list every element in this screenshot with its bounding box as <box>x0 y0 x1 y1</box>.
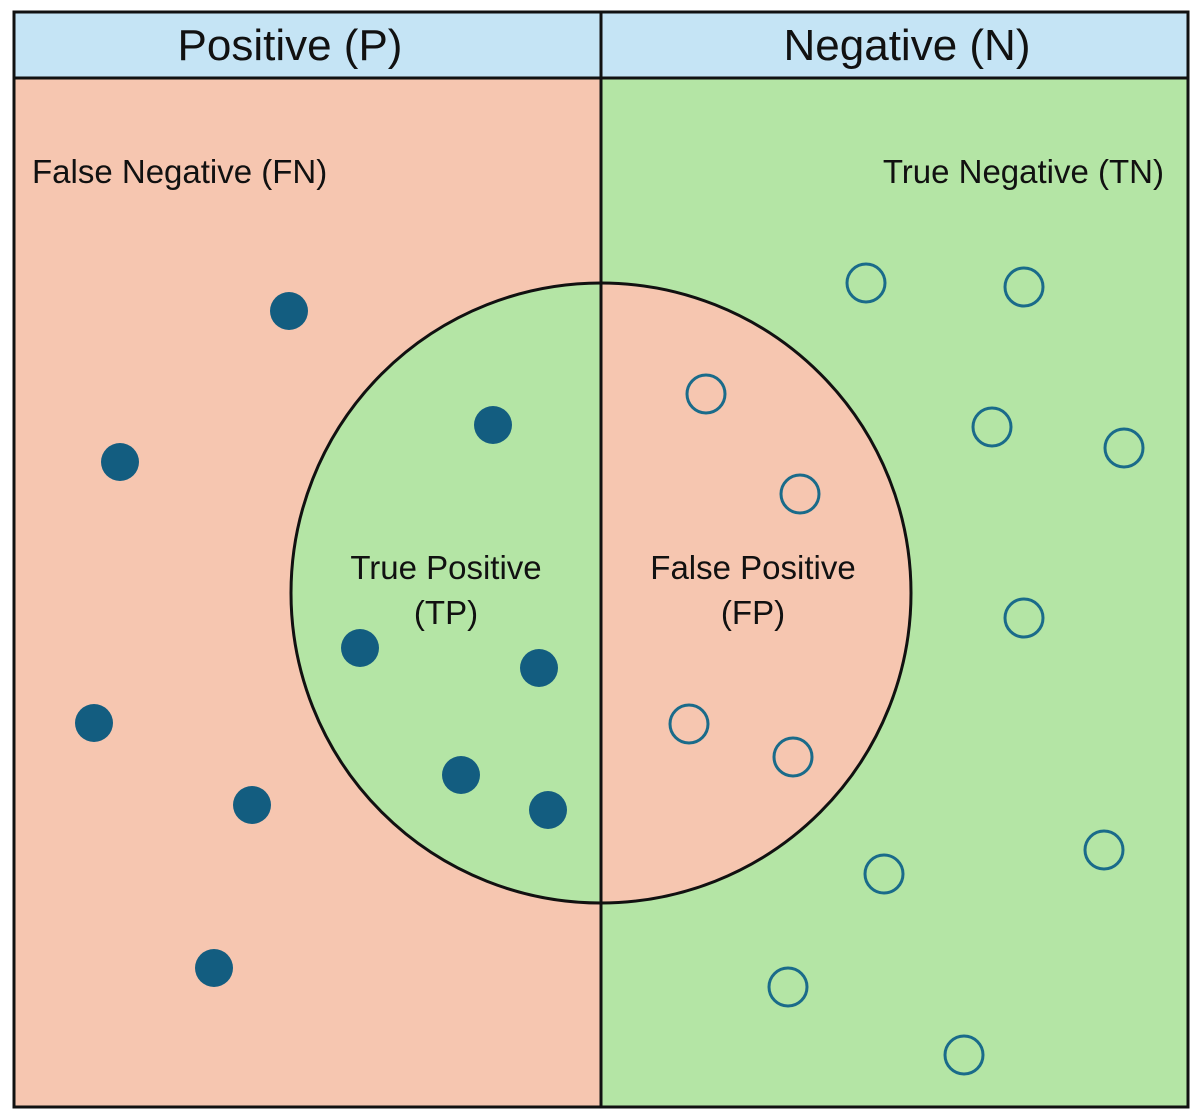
negative-point <box>1083 829 1125 871</box>
true-positive-abbrev: (TP) <box>414 594 478 631</box>
negative-point <box>668 703 710 745</box>
negative-point <box>779 473 821 515</box>
negative-point <box>685 373 727 415</box>
negative-point <box>971 406 1013 448</box>
positive-point <box>75 704 113 742</box>
header-negative-label: Negative (N) <box>784 21 1031 70</box>
true-positive-label: True Positive <box>350 549 541 586</box>
negative-point <box>863 853 905 895</box>
positive-point <box>341 629 379 667</box>
positive-samples <box>75 292 567 987</box>
negative-point <box>772 736 814 778</box>
false-positive-abbrev: (FP) <box>721 594 785 631</box>
false-negative-label: False Negative (FN) <box>32 153 327 190</box>
negative-point <box>1003 597 1045 639</box>
negative-point <box>943 1034 985 1076</box>
negative-point <box>767 966 809 1008</box>
negative-samples <box>668 262 1145 1076</box>
true-negative-label: True Negative (TN) <box>883 153 1164 190</box>
header-positive-cell <box>14 12 601 78</box>
positive-point <box>520 649 558 687</box>
positive-point <box>529 791 567 829</box>
false-positive-label: False Positive <box>650 549 855 586</box>
negative-point <box>845 262 887 304</box>
positive-point <box>101 443 139 481</box>
header-negative-cell <box>601 12 1188 78</box>
positive-point <box>270 292 308 330</box>
positive-point <box>474 406 512 444</box>
positive-point <box>195 949 233 987</box>
header-positive-label: Positive (P) <box>178 21 403 70</box>
negative-point <box>1003 266 1045 308</box>
positive-point <box>442 756 480 794</box>
positive-point <box>233 786 271 824</box>
negative-point <box>1103 427 1145 469</box>
